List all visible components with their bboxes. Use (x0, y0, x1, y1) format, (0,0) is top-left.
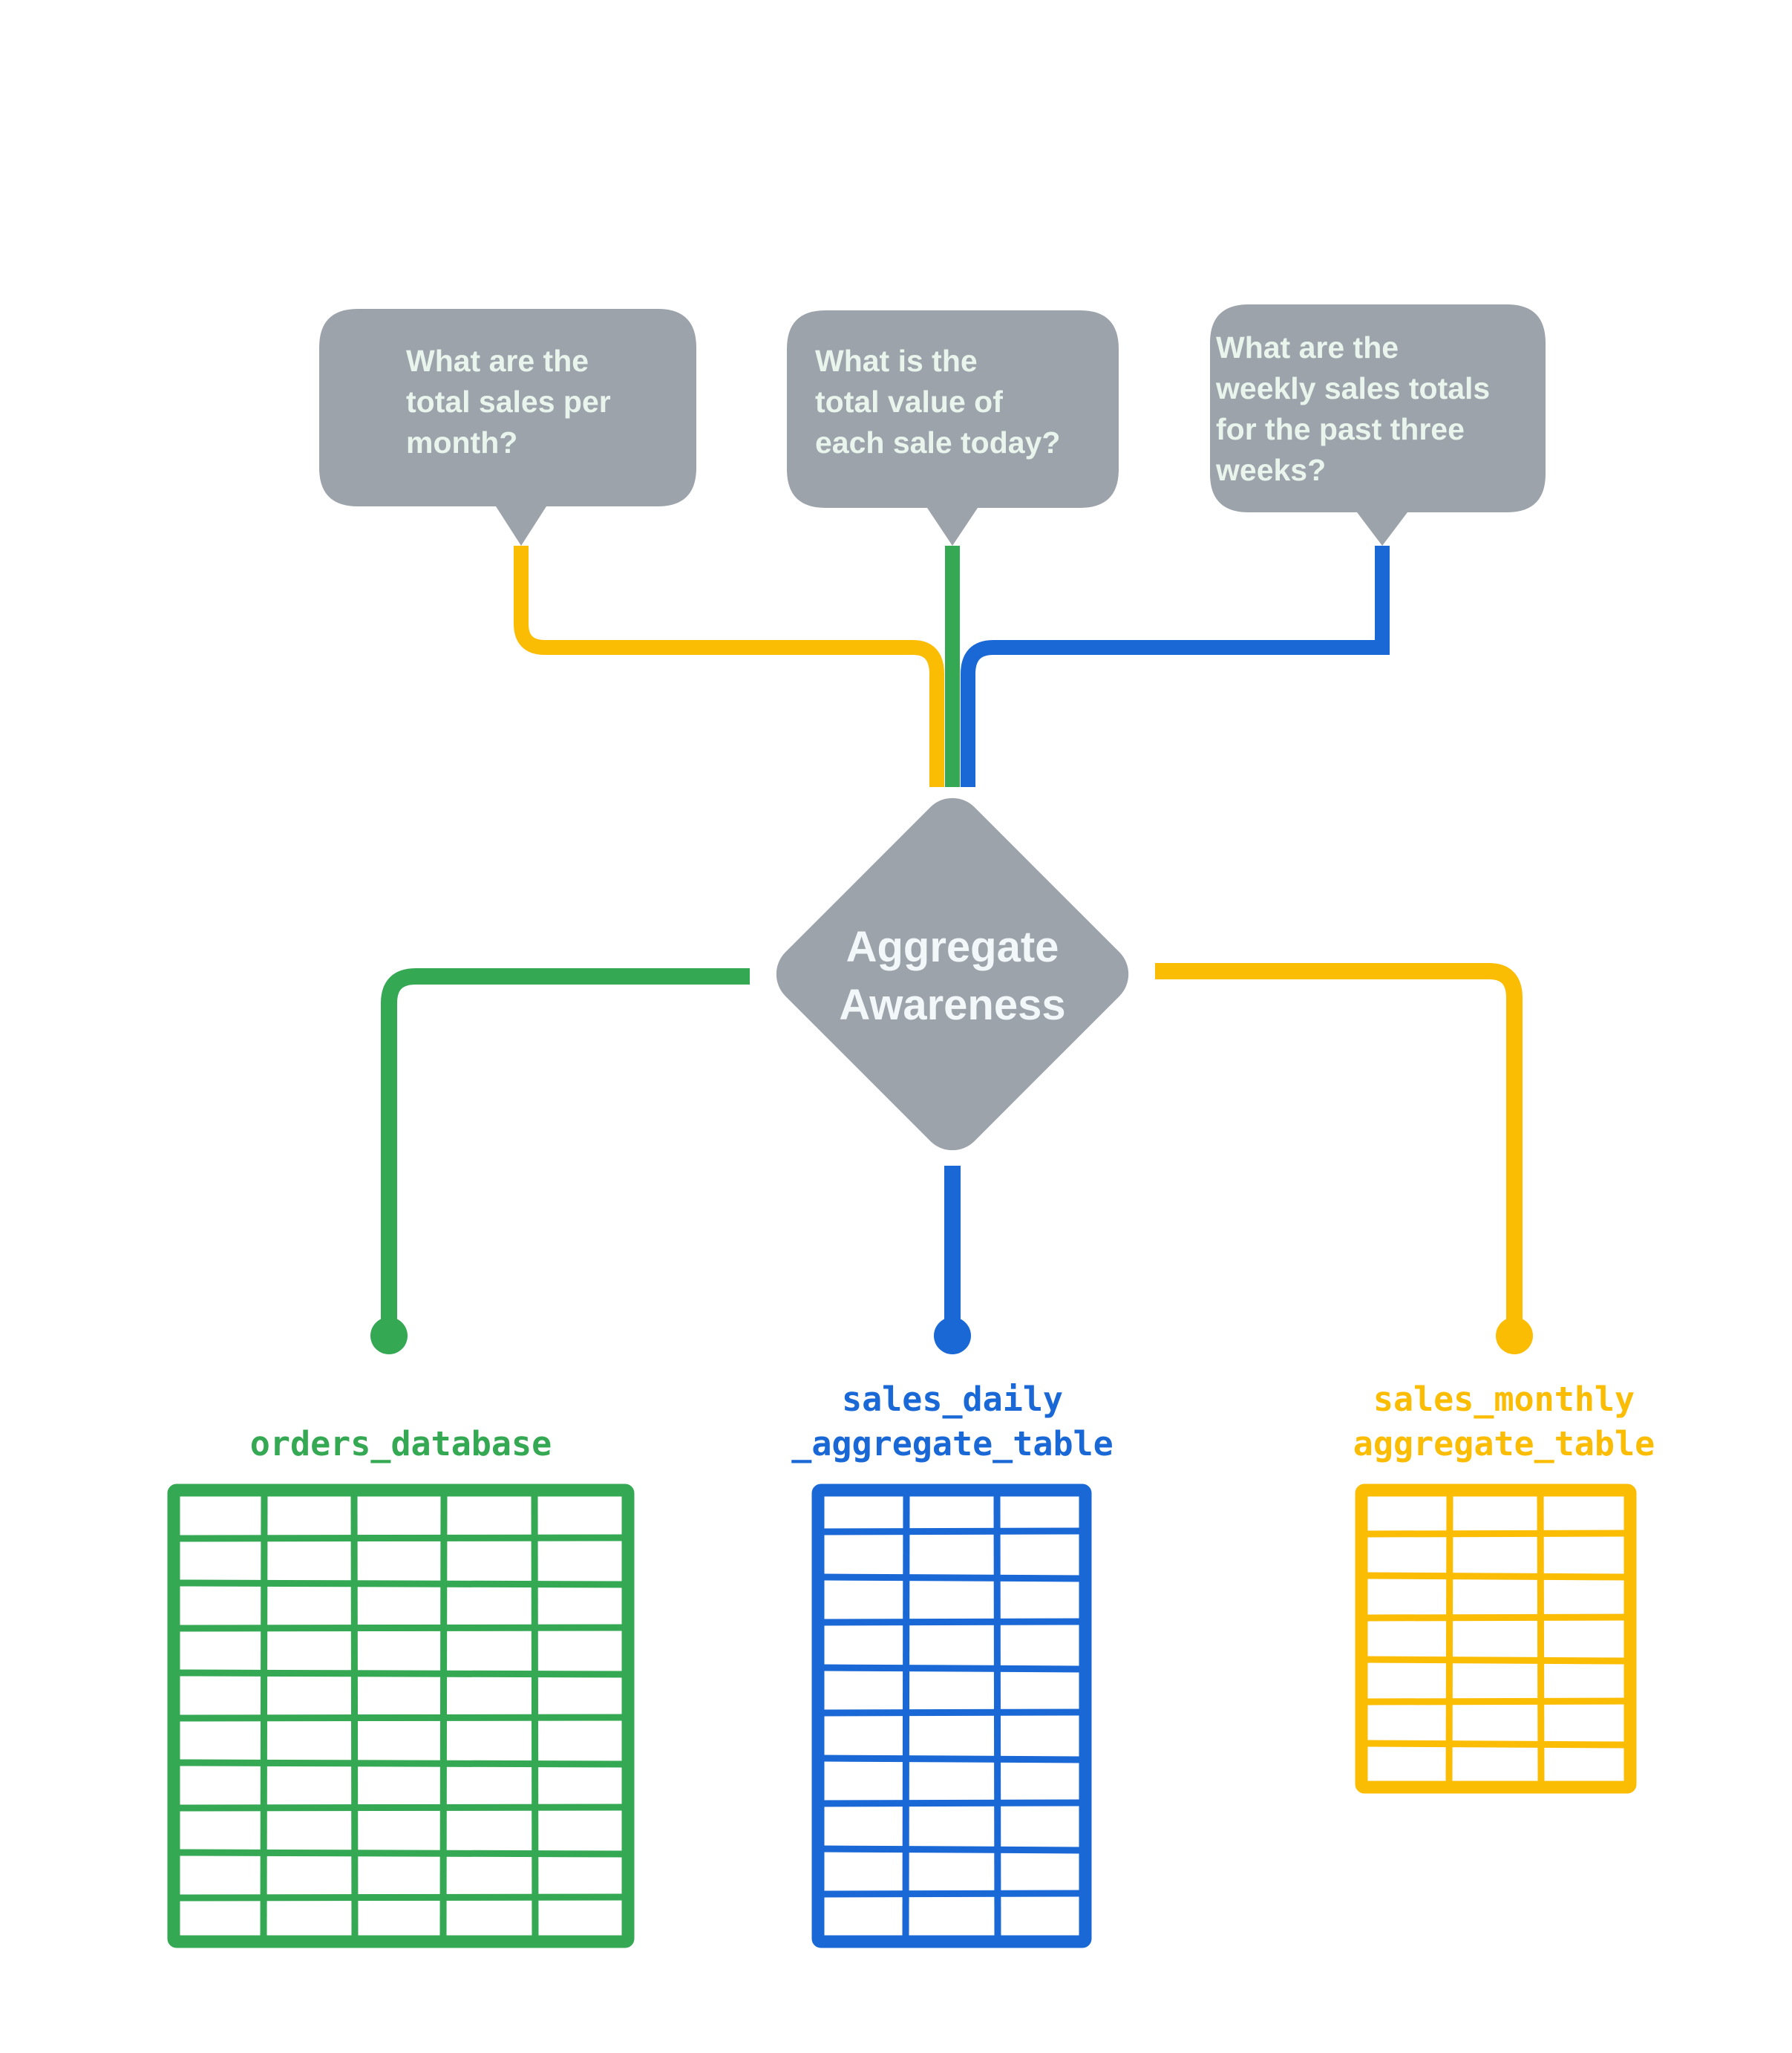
center-node-label-line1: Aggregate (846, 923, 1059, 971)
table-orders-database-grid (167, 1484, 635, 1948)
table-sales-monthly-label-line2: aggregate_table (1353, 1424, 1655, 1463)
connector-weekly-question (961, 546, 1390, 787)
connector-orders-database (381, 968, 750, 1322)
connector-monthly-question (514, 546, 944, 787)
question-bubble-weekly-line1: What are the (1216, 330, 1399, 365)
table-sales-monthly-grid (1355, 1484, 1637, 1794)
center-node-shape (776, 797, 1129, 1151)
question-bubble-weekly-shape (1210, 304, 1546, 546)
connector-sales-daily-endpoint (934, 1317, 971, 1354)
center-node-aggregate-awareness[interactable]: Aggregate Awareness (763, 785, 1141, 1163)
question-bubble-weekly[interactable]: What are the weekly sales totals for the… (1210, 304, 1546, 546)
connector-sales-monthly (1155, 963, 1523, 1322)
table-sales-daily-label-line2: _aggregate_table (791, 1424, 1113, 1463)
table-orders-database-label-line1: orders_database (250, 1424, 552, 1463)
table-orders-database[interactable]: orders_database (167, 1424, 635, 1948)
center-node-label-line2: Awareness (839, 981, 1065, 1029)
question-bubble-daily-shape (787, 310, 1119, 546)
connector-layer (370, 546, 1533, 1354)
question-bubble-monthly[interactable]: What are the total sales per month? (319, 309, 696, 546)
table-sales-monthly-aggregate[interactable]: sales_monthly aggregate_table (1353, 1380, 1655, 1794)
question-bubble-monthly-line2: total sales per (406, 385, 611, 419)
question-bubble-daily-line1: What is the (815, 344, 978, 378)
table-sales-monthly-label-line1: sales_monthly (1373, 1380, 1635, 1419)
table-sales-daily-grid (811, 1484, 1092, 1948)
question-bubble-daily-line3: each sale today? (815, 425, 1060, 460)
question-bubble-weekly-line2: weekly sales totals (1215, 371, 1490, 405)
question-bubble-weekly-line4: weeks? (1215, 453, 1326, 487)
table-sales-daily-aggregate[interactable]: sales_daily _aggregate_table (791, 1380, 1114, 1948)
question-bubble-daily-line2: total value of (815, 385, 1003, 419)
question-bubble-monthly-line3: month? (406, 425, 517, 460)
question-bubble-daily[interactable]: What is the total value of each sale tod… (787, 310, 1119, 546)
connector-sales-monthly-endpoint (1496, 1317, 1533, 1354)
connector-orders-database-endpoint (370, 1317, 408, 1354)
question-bubble-monthly-shape (319, 309, 696, 546)
question-bubble-monthly-line1: What are the (406, 344, 589, 378)
table-sales-daily-label-line1: sales_daily (842, 1380, 1063, 1419)
question-bubble-weekly-line3: for the past three (1216, 412, 1465, 446)
